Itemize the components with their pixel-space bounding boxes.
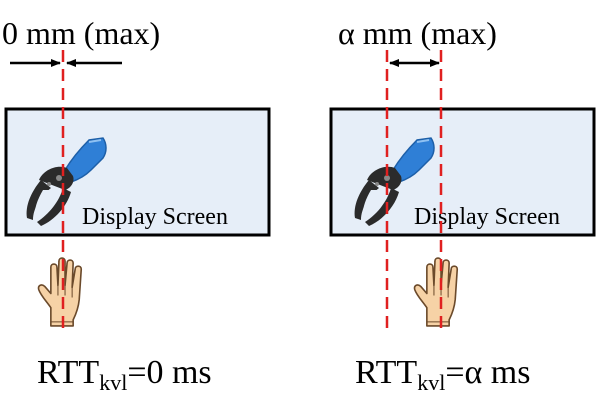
right-rtt-label: RTTkvl=α ms	[355, 354, 530, 395]
left-rtt-subscript: kvl	[99, 370, 127, 395]
hand-icon	[413, 257, 459, 327]
panel-right: α mm (max) Display Screen RTTkvl=α ms	[329, 15, 596, 395]
left-top-label: 0 mm (max)	[2, 15, 160, 51]
right-top-label: α mm (max)	[338, 15, 497, 51]
left-rtt-label: RTTkvl=0 ms	[37, 354, 212, 395]
panel-left: 0 mm (max) Display Screen RTTkvl=0 ms	[2, 15, 271, 395]
left-rtt-value: =0 ms	[127, 354, 211, 391]
right-screen-label: Display Screen	[414, 204, 560, 230]
hand-icon	[37, 257, 83, 327]
right-rtt-value: =α ms	[445, 354, 530, 391]
left-rtt-main: RTT	[37, 354, 99, 391]
right-rtt-main: RTT	[355, 354, 417, 391]
right-rtt-subscript: kvl	[417, 370, 445, 395]
left-screen-label: Display Screen	[82, 204, 228, 230]
